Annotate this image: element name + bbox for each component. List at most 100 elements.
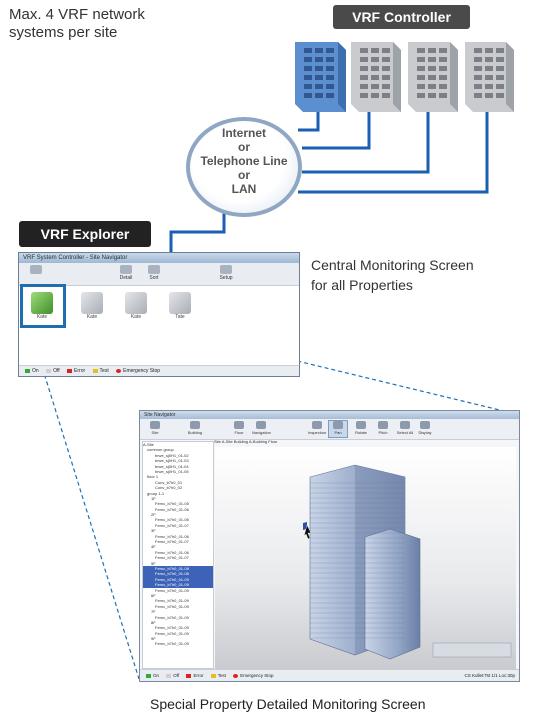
tree-item[interactable]: Fernc_b7h0_01-07 (155, 522, 189, 528)
building-window (474, 48, 482, 53)
tree-item[interactable]: 9F (151, 636, 156, 642)
tree-item[interactable]: 5F (151, 560, 156, 566)
toolbar-button-floor[interactable]: Floor (230, 421, 248, 435)
tree-item[interactable]: brwe_sj0H1_01-05 (155, 468, 189, 474)
toolbar-button-inspection[interactable]: Inspection (308, 421, 326, 435)
tree-item[interactable]: 4F (151, 544, 156, 550)
building-window (360, 48, 368, 53)
tree-item[interactable]: Fernc_b7h0_01-06 (155, 506, 189, 512)
tree-item[interactable]: Fernc_b7h0_01-06 (155, 517, 189, 523)
building-window (417, 84, 425, 89)
tree-item[interactable]: Fernc_b7h0_01-05 (155, 501, 189, 507)
building-window (485, 84, 493, 89)
tree-item[interactable]: Fernc_b7h0_01-06 (155, 549, 189, 555)
building-window (428, 66, 436, 71)
building-window (485, 66, 493, 71)
selected-site-highlight (20, 284, 66, 328)
tree-item[interactable]: Fernc_b7h0_01-09 (155, 630, 189, 636)
site-item[interactable]: Tate (163, 292, 197, 320)
detail-status-right: CS Kullet:Tst 1/1 Loc:30p (464, 673, 515, 678)
building-window (382, 48, 390, 53)
site-item[interactable]: Kate (25, 292, 59, 320)
building-window (417, 66, 425, 71)
toolbar-button-pitch[interactable]: Pitch (374, 421, 392, 435)
controller-buildings (295, 42, 514, 112)
tree-item[interactable]: brwe_sj0H1_01-03 (155, 458, 189, 464)
building-window (371, 57, 379, 62)
tree-item[interactable]: Fernc_b7h0_01-08 (143, 571, 213, 577)
setup-button[interactable]: Setup (215, 265, 237, 281)
tree-item[interactable]: 2F (151, 512, 156, 518)
tree-item[interactable]: floor 1 (147, 474, 159, 480)
sort-button[interactable]: Sort (143, 265, 165, 281)
building-window (474, 93, 482, 98)
tree-item[interactable]: Conv_b7h0_02 (155, 485, 183, 491)
building-window (474, 66, 482, 71)
site-item[interactable]: Kate (119, 292, 153, 320)
tree-item[interactable]: 3F (151, 528, 156, 534)
building-window (382, 84, 390, 89)
building-window (315, 84, 323, 89)
tree-item[interactable]: Fernc_b7h0_01-09 (155, 614, 189, 620)
building-window (382, 75, 390, 80)
tree-item[interactable]: Fernc_b7h0_01-09 (143, 576, 213, 583)
building-window (417, 75, 425, 80)
detail-title: Site Navigator (140, 411, 519, 419)
tree-item[interactable]: group 1-1 (147, 490, 165, 496)
toolbar-button-pan[interactable]: Pan (328, 420, 348, 438)
toolbar-button-display[interactable]: Display (416, 421, 434, 435)
building-window (439, 93, 447, 98)
toolbar-button-rotate[interactable]: Rotate (352, 421, 370, 435)
toolbar-button-select-all[interactable]: Select All (396, 421, 414, 435)
tree-item[interactable]: Fernc_b7h0_01-06 (155, 533, 189, 539)
detail-button[interactable]: Detail (115, 265, 137, 281)
home-button[interactable] (25, 265, 47, 275)
building-3d-view[interactable] (215, 447, 516, 669)
building-window (439, 66, 447, 71)
building-window (360, 84, 368, 89)
tree-item[interactable]: Fernc_b7h0_01-09 (155, 603, 189, 609)
building-window (326, 48, 334, 53)
building-window (382, 66, 390, 71)
tree-item[interactable]: Fernc_b7h0_01-09 (155, 587, 189, 593)
tree-item[interactable]: 6F (151, 592, 156, 598)
toolbar-button-site[interactable]: Site (146, 421, 164, 435)
building-window (496, 75, 504, 80)
building-window (417, 48, 425, 53)
tree-item[interactable]: common group (147, 447, 174, 453)
toolbar-button-navigation[interactable]: Navigation (252, 421, 271, 435)
building-window (474, 75, 482, 80)
tree-item[interactable]: Fernc_b7h0_01-09 (143, 582, 213, 588)
tree-item[interactable]: Fernc_b7h0_01-07 (155, 539, 189, 545)
tree-item[interactable]: Fernc_b7h0_01-09 (155, 625, 189, 631)
building-window (485, 48, 493, 53)
link-controller-4 (298, 106, 489, 194)
mouse-cursor-icon (303, 524, 312, 540)
tree-item[interactable]: brwe_sj0H1_01-04 (155, 463, 189, 469)
building-window (304, 48, 312, 53)
building-window (474, 57, 482, 62)
building-window (474, 84, 482, 89)
tree-item[interactable]: 7F (151, 609, 156, 615)
central-monitoring-label: Central Monitoring Screen for all Proper… (311, 257, 474, 293)
buildings-3d-render (303, 464, 512, 660)
toolbar-button-building[interactable]: Building (186, 421, 204, 435)
building-window (326, 66, 334, 71)
vrf-controller-label: VRF Controller (333, 5, 470, 29)
building-window (304, 93, 312, 98)
building-window (428, 84, 436, 89)
tree-item[interactable]: Fernc_b7h0_01-09 (155, 641, 189, 647)
tree-item[interactable]: Conv_b7h0_01 (155, 479, 183, 485)
tree-item[interactable]: A-Site (143, 442, 154, 447)
tree-item[interactable]: brwe_sj0H1_01-02 (155, 452, 189, 458)
tree-item[interactable]: Fernc_b7h0_01-07 (155, 555, 189, 561)
tree-item[interactable]: Fernc_b7h0_01-09 (155, 598, 189, 604)
site-item[interactable]: Kate (75, 292, 109, 320)
building-window (315, 48, 323, 53)
tree-item[interactable]: 8F (151, 619, 156, 625)
network-cloud-text: Internet or Telephone Line or LAN (200, 126, 288, 196)
building-window (439, 75, 447, 80)
tree-item[interactable]: Fernc_b7h0_01-08 (143, 565, 213, 572)
tree-item[interactable]: 1F (151, 495, 156, 501)
